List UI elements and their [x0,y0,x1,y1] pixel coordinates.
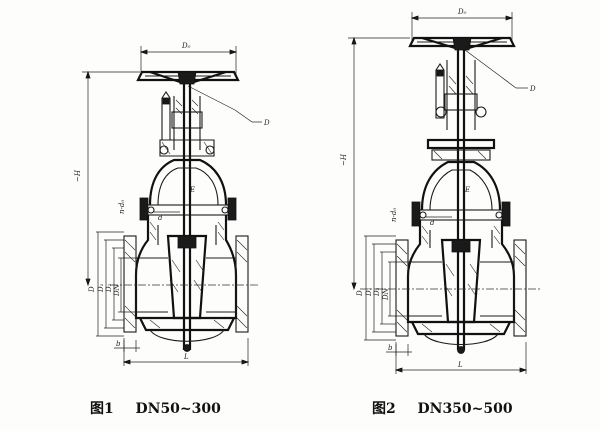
fig1-label-d3: D₂ [105,283,113,293]
fig2-label-d4: DN [382,287,390,301]
fig2-caption: 图2 DN350~500 [372,398,513,418]
fig2-label-bolt: n-d₀ [390,208,398,222]
fig1-caption: 图1 DN50~300 [90,398,221,418]
fig2-label-d2: D₁ [365,287,373,297]
fig1-label-d-small: d [158,214,163,222]
fig2-label-stem: E [464,186,470,194]
fig1-label-top-dim: D₀ [181,42,191,50]
fig2-label-length: L [457,361,463,369]
fig2-caption-range: DN350~500 [417,401,513,417]
fig1-label-d4: DN [113,283,121,297]
fig1-caption-label: 图1 [90,401,114,417]
fig1-label-b: b [116,340,121,348]
fig1-label-bolt: n-d₀ [118,200,126,214]
fig2-label-d1: D [356,290,364,297]
fig1-label-length: L [183,353,189,361]
figure-1: D₀ D E [74,42,270,366]
fig1-label-height: ~H [74,169,82,182]
fig2-label-callout: D [529,85,536,93]
fig2-label-d-small: d [430,219,435,227]
fig1-caption-range: DN50~300 [135,401,221,417]
fig2-caption-label: 图2 [372,401,396,417]
fig2-label-height: ~H [340,153,348,166]
fig2-label-b: b [388,344,393,352]
fig1-label-callout: D [263,119,270,127]
fig2-label-top-dim: D₀ [457,8,467,16]
fig2-label-d3: D₂ [373,287,381,297]
fig1-label-d2: D₁ [97,283,105,293]
fig1-label-d1: D [88,286,96,293]
figure-2: D₀ D E [340,8,540,374]
fig1-label-stem: E [189,186,195,194]
